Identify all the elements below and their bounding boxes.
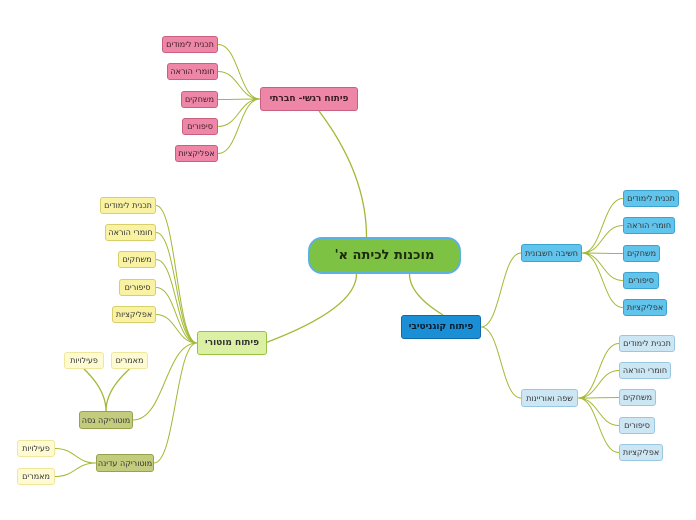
emotional-item-teaching-materials[interactable]: חומרי הוראה [167,63,218,80]
emotional-item-games[interactable]: משחקים [181,91,218,108]
math-item-games[interactable]: משחקים [623,245,660,262]
link-motor-stories [155,287,198,344]
gross-item-articles[interactable]: מאמרים [111,352,148,369]
link-emotional-stories [217,98,261,127]
link-root-cognitive [408,273,444,316]
math-item-apps[interactable]: אפליקציות [623,299,667,316]
link-math-apps [581,252,624,308]
cognitive-math[interactable]: חשיבה חשבונית [521,244,582,262]
link-emotional-games [217,98,261,100]
link-language-stories [577,397,620,426]
math-item-curriculum[interactable]: תכנית לימודים [623,190,679,207]
link-language-curriculum [577,343,620,399]
link-root-motor [264,273,358,344]
math-item-teaching-materials[interactable]: חומרי הוראה [623,217,675,234]
motor-gross[interactable]: מוטוריקה גסה [79,411,133,429]
cognitive-language[interactable]: שפה ואוריינות [521,389,578,407]
link-emotional-apps [217,98,261,154]
emotional-item-stories[interactable]: סיפורים [182,118,218,135]
language-item-games[interactable]: משחקים [619,389,656,406]
link-math-games [581,252,624,254]
math-item-stories[interactable]: סיפורים [623,272,659,289]
gross-item-activities[interactable]: פעילויות [64,352,104,369]
link-motor-games [155,259,198,344]
link-fine-articles [54,462,97,477]
link-math-teaching-materials [581,225,624,254]
link-emotional-curriculum [217,44,261,100]
motor-item-stories[interactable]: סיפורים [119,279,156,296]
link-motor-fine [153,342,198,464]
link-motor-gross [132,342,198,421]
link-language-teaching-materials [577,370,620,399]
link-language-apps [577,397,620,453]
language-item-curriculum[interactable]: תכנית לימודים [619,335,675,352]
link-gross-activities [83,368,107,412]
topic-emotional-social[interactable]: פיתוח רגשי- חברתי [260,87,358,111]
fine-item-activities[interactable]: פעילויות [17,440,55,457]
link-motor-apps [155,314,198,344]
link-math-curriculum [581,198,624,254]
language-item-stories[interactable]: סיפורים [619,417,655,434]
root-topic[interactable]: מוכנות לכיתה א' [308,237,461,274]
language-item-teaching-materials[interactable]: חומרי הוראה [619,362,671,379]
emotional-item-curriculum[interactable]: תכנית לימודים [162,36,218,53]
link-cognitive-math [480,252,522,328]
link-root-emotional [318,110,368,238]
link-cognitive-language [480,326,522,399]
motor-item-games[interactable]: משחקים [118,251,156,268]
link-math-stories [581,252,624,281]
topic-cognitive[interactable]: פיתוח קוגניטיבי [401,315,481,339]
fine-item-articles[interactable]: מאמרים [17,468,55,485]
link-gross-articles [105,368,130,412]
language-item-apps[interactable]: אפליקציות [619,444,663,461]
link-motor-curriculum [155,205,198,344]
link-language-games [577,397,620,399]
topic-motor[interactable]: פיתוח מוטורי [197,331,267,355]
link-motor-teaching-materials [155,232,198,344]
link-fine-activities [54,448,97,464]
link-emotional-teaching-materials [217,71,261,100]
emotional-item-apps[interactable]: אפליקציות [175,145,218,162]
motor-item-teaching-materials[interactable]: חומרי הוראה [105,224,156,241]
motor-item-curriculum[interactable]: תכנית לימודים [100,197,156,214]
motor-fine[interactable]: מוטוריקה עדינה [96,454,154,472]
motor-item-apps[interactable]: אפליקציות [112,306,156,323]
